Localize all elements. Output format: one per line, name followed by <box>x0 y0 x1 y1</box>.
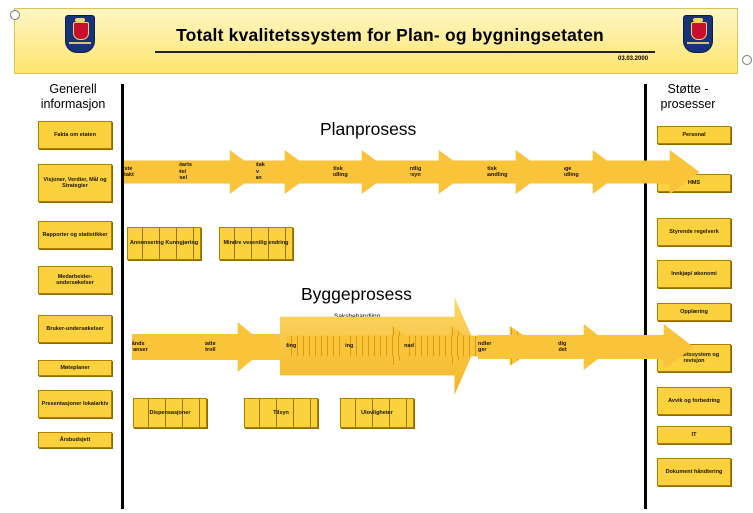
right-separator <box>644 84 647 509</box>
bygg-box-ulovligheter[interactable]: Ulovligheter <box>340 398 414 428</box>
right-item-personal[interactable]: Personal <box>657 126 731 144</box>
left-item-rapporter[interactable]: Rapporter og statistikker <box>38 221 112 249</box>
left-item-arsbudsjett[interactable]: Årsbudsjett <box>38 432 112 448</box>
bygg-box-tilsyn[interactable]: Tilsyn <box>244 398 318 428</box>
scroll-curl-right-icon <box>742 55 752 65</box>
plan-box-annonsering[interactable]: Annonsering Kunngjøring <box>127 227 201 260</box>
right-item-innkjop[interactable]: Innkjøp/ økonomi <box>657 260 731 288</box>
date-label: 03.03.2000 <box>618 56 649 62</box>
coat-of-arms-right-icon <box>683 15 713 53</box>
left-item-visjoner[interactable]: Visjoner, Verdier, Mål og Strategier <box>38 164 112 202</box>
left-column-title-line1: Generell <box>49 82 97 96</box>
left-item-fakta[interactable]: Fakta om etaten <box>38 121 112 149</box>
left-item-medarbeider[interactable]: Medarbeider-undersøkelser <box>38 266 112 294</box>
header-banner: Totalt kvalitetssystem for Plan- og bygn… <box>14 8 738 74</box>
saksbehandling-label: Saksbehandling <box>334 313 381 320</box>
right-column-title-line2: prosesser <box>660 97 716 111</box>
right-item-it[interactable]: IT <box>657 426 731 444</box>
right-item-dokument[interactable]: Dokument håndtering <box>657 458 731 486</box>
right-item-styrende[interactable]: Styrende regelverk <box>657 218 731 246</box>
bygg-box-dispensasjoner[interactable]: Dispensasjoner <box>133 398 207 428</box>
left-item-bruker[interactable]: Bruker-undersøkelser <box>38 315 112 343</box>
scroll-curl-left-icon <box>10 10 20 20</box>
left-separator <box>121 84 124 509</box>
title-underline <box>155 51 655 53</box>
left-column-title: Generell informasjon <box>28 82 118 112</box>
coat-of-arms-left-icon <box>65 15 95 53</box>
right-item-opplaering[interactable]: Opplæring <box>657 303 731 321</box>
left-column-title-line2: informasjon <box>40 97 106 111</box>
left-item-moteplaner[interactable]: Møteplaner <box>38 360 112 376</box>
page-title: Totalt kvalitetssystem for Plan- og bygn… <box>176 25 604 45</box>
right-column-title: Støtte - prosesser <box>648 82 728 112</box>
plan-box-mindre-endring[interactable]: Mindre vesentlig endring <box>219 227 293 260</box>
left-item-presentasjoner[interactable]: Presentasjoner lokalarkiv <box>38 390 112 418</box>
planprosess-title: Planprosess <box>320 119 417 139</box>
byggeprosess-title: Byggeprosess <box>301 284 412 304</box>
right-item-avvik[interactable]: Avvik og forbedring <box>657 387 731 415</box>
right-column-title-line1: Støtte - <box>667 82 709 96</box>
